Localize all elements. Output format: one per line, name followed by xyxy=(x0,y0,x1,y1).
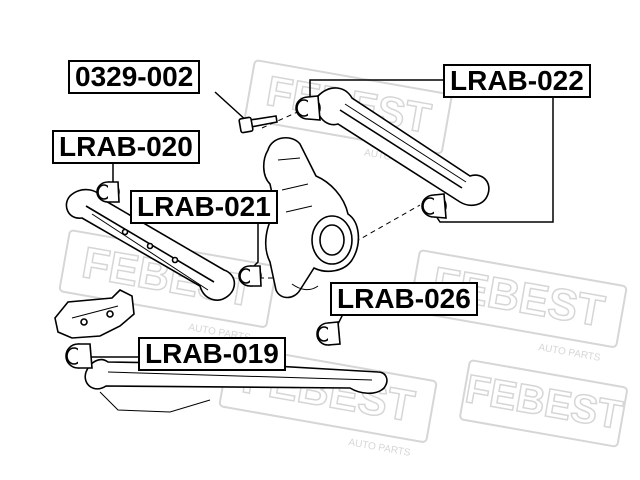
mounting-bracket xyxy=(54,289,135,339)
label-lrab-022: LRAB-022 xyxy=(443,64,591,98)
label-lrab-020: LRAB-020 xyxy=(52,130,200,164)
label-lrab-021: LRAB-021 xyxy=(130,190,278,224)
bolt-part xyxy=(238,115,278,134)
label-0329-002: 0329-002 xyxy=(68,60,201,94)
watermark-brand: FEBEST xyxy=(462,367,625,438)
wheel-knuckle xyxy=(262,137,360,299)
bushing-upper-outer xyxy=(421,193,447,219)
leader-lrab-022-b xyxy=(431,96,554,223)
bushing-trailing-arm xyxy=(65,343,93,369)
watermark-bottom-right: FEBEST xyxy=(459,359,628,448)
watermark-tagline: AUTO PARTS xyxy=(348,437,412,459)
label-lrab-026: LRAB-026 xyxy=(330,282,478,316)
label-lrab-019: LRAB-019 xyxy=(138,337,286,371)
bushing-lower-front xyxy=(96,181,120,203)
upper-control-arm xyxy=(315,87,490,207)
leader-lrab-021 xyxy=(251,222,259,269)
watermark-tagline: AUTO PARTS xyxy=(538,342,602,364)
bushing-upper-inner xyxy=(295,95,321,121)
lower-front-arm xyxy=(65,188,236,301)
bushing-knuckle-lower-arm xyxy=(238,265,262,287)
bushing-knuckle-bottom xyxy=(316,321,341,346)
leader-0329-002 xyxy=(214,91,249,123)
